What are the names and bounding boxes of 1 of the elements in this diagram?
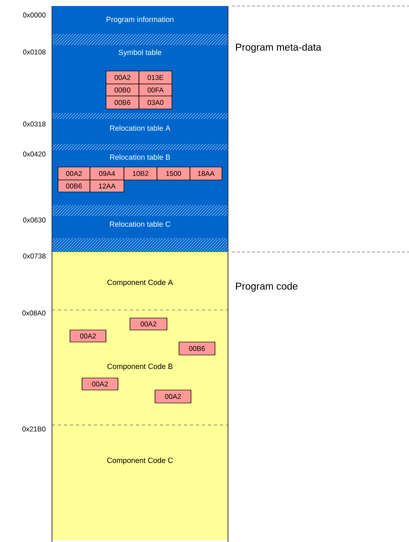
region-label: Program meta-data xyxy=(236,43,322,53)
